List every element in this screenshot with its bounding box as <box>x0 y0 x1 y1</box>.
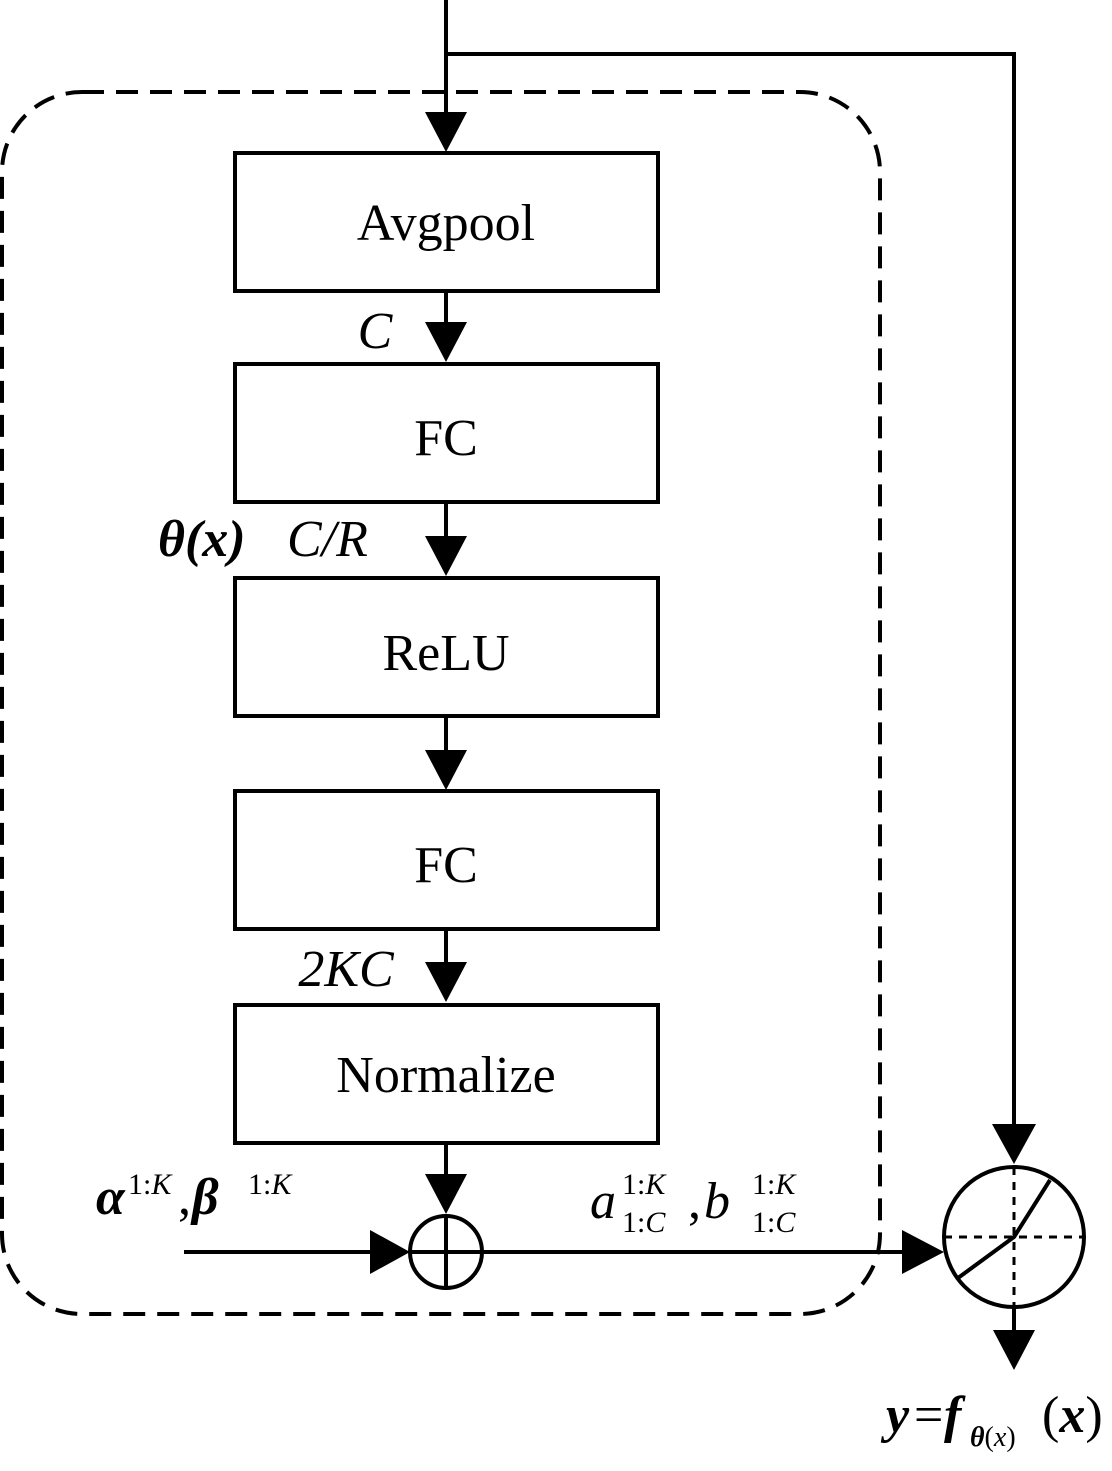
alpha-beta-label: α 1:K , β 1:K <box>96 1168 293 1226</box>
beta-superscript: 1:K <box>248 1168 293 1201</box>
a-b-label: a 1:K 1:C , b 1:K 1:C <box>590 1168 797 1239</box>
a-subscript: 1:C <box>622 1206 666 1239</box>
output-argument: (x) <box>1042 1387 1103 1444</box>
b-superscript: 1:K <box>752 1168 797 1201</box>
alpha-beta-arrowhead <box>370 1230 410 1274</box>
fc2-block: FC <box>233 789 660 931</box>
beta-symbol: β <box>190 1169 219 1226</box>
normalize-label: Normalize <box>336 1047 555 1104</box>
sum-node <box>408 1214 484 1290</box>
module-boundary <box>0 90 882 1316</box>
arrow-normalize-sum-head <box>425 1174 467 1214</box>
dim-2kc-label: 2KC <box>298 941 395 998</box>
output-y: y <box>880 1387 910 1444</box>
dim-c-over-r-label: C/R <box>287 511 368 568</box>
dim-c-label: C <box>358 303 394 360</box>
skip-arrowhead <box>992 1124 1036 1164</box>
alpha-beta-comma: , <box>178 1169 191 1226</box>
alpha-superscript: 1:K <box>128 1168 173 1201</box>
arrow-fc2-normalize-head <box>425 962 467 1002</box>
a-superscript: 1:K <box>622 1168 667 1201</box>
arrow-relu-fc2-head <box>425 750 467 790</box>
a-b-comma: , <box>688 1173 701 1230</box>
output-f: f <box>944 1387 966 1444</box>
avgpool-block: Avgpool <box>233 151 660 293</box>
coefficients-arrowhead <box>902 1230 944 1274</box>
relu-label: ReLU <box>382 625 509 682</box>
arrow-avgpool-fc-head <box>425 322 467 362</box>
alpha-symbol: α <box>96 1169 126 1226</box>
input-arrowhead <box>425 112 467 152</box>
b-symbol: b <box>704 1173 730 1230</box>
a-symbol: a <box>590 1173 616 1230</box>
fc2-label: FC <box>414 837 478 894</box>
dynamic-activation-node <box>942 1165 1086 1309</box>
output-label: y = f θ(x) (x) <box>880 1387 1103 1453</box>
output-arrowhead <box>993 1330 1035 1370</box>
theta-x-label: θ(x) <box>158 511 246 568</box>
b-subscript: 1:C <box>752 1206 796 1239</box>
activation-curve <box>956 1178 1052 1280</box>
normalize-block: Normalize <box>233 1003 660 1145</box>
fc1-block: FC <box>233 362 660 504</box>
output-equals: = <box>914 1387 943 1444</box>
relu-block: ReLU <box>233 576 660 718</box>
fc1-label: FC <box>414 410 478 467</box>
output-f-subscript: θ(x) <box>970 1422 1016 1453</box>
arrow-fc1-relu-head <box>425 536 467 576</box>
avgpool-label: Avgpool <box>357 195 535 252</box>
